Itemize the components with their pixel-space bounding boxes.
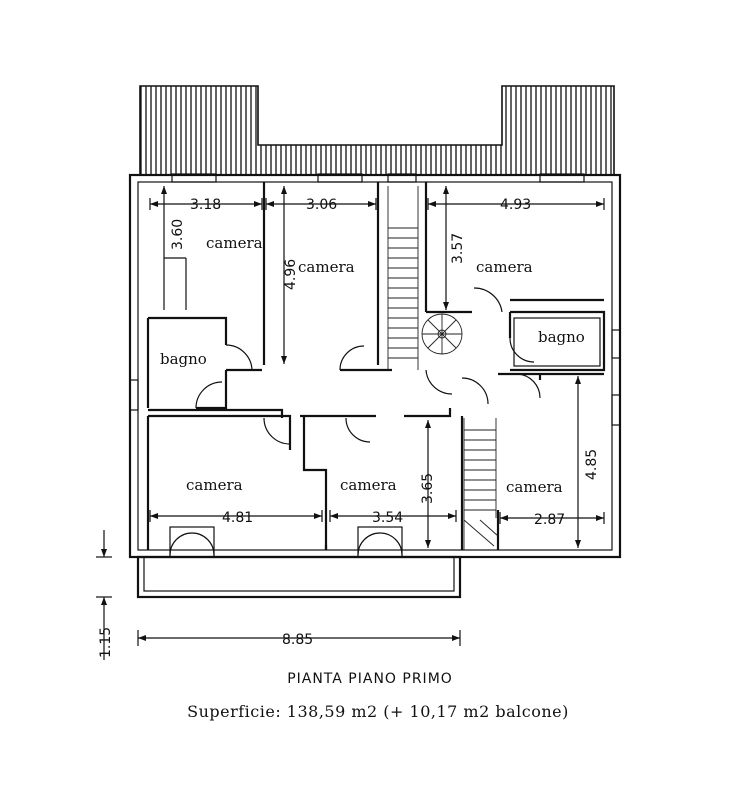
spiral-staircase <box>421 313 463 355</box>
room-label-camera-1: camera <box>206 234 263 252</box>
plan-subtitle: Superficie: 138,59 m2 (+ 10,17 m2 balcon… <box>187 702 569 721</box>
staircase-upper <box>387 186 419 370</box>
dim-4-85: 4.85 <box>584 449 600 480</box>
window-marks <box>129 173 621 426</box>
room-label-bagno-1: bagno <box>160 350 207 368</box>
roof-hatch <box>139 85 615 176</box>
internal-walls <box>146 182 606 550</box>
room-label-camera-5: camera <box>340 476 397 494</box>
balcony-doors <box>169 526 403 558</box>
dim-4-96: 4.96 <box>283 259 299 290</box>
bagno-right-box <box>513 317 601 367</box>
dimension-lines <box>96 186 605 660</box>
dim-3-60: 3.60 <box>170 219 186 250</box>
dim-2-87: 2.87 <box>534 512 565 528</box>
dim-3-06: 3.06 <box>306 197 337 213</box>
room-label-camera-4: camera <box>186 476 243 494</box>
dim-4-81: 4.81 <box>222 510 253 526</box>
dim-3-65: 3.65 <box>420 473 436 504</box>
plan-title: PIANTA PIANO PRIMO <box>287 671 453 687</box>
door-swings <box>195 287 541 445</box>
dimension-arrows <box>101 186 604 641</box>
dim-3-57: 3.57 <box>450 233 466 264</box>
room-label-bagno-2: bagno <box>538 328 585 346</box>
staircase-lower <box>463 418 499 550</box>
dim-8-85: 8.85 <box>282 632 313 648</box>
dim-3-54: 3.54 <box>372 510 403 526</box>
room-label-camera-3: camera <box>476 258 533 276</box>
dim-4-93: 4.93 <box>500 197 531 213</box>
dim-3-18: 3.18 <box>190 197 221 213</box>
balcony <box>136 555 462 599</box>
dim-1-15: 1.15 <box>98 627 114 658</box>
room-label-camera-2: camera <box>298 258 355 276</box>
room-label-camera-6: camera <box>506 478 563 496</box>
